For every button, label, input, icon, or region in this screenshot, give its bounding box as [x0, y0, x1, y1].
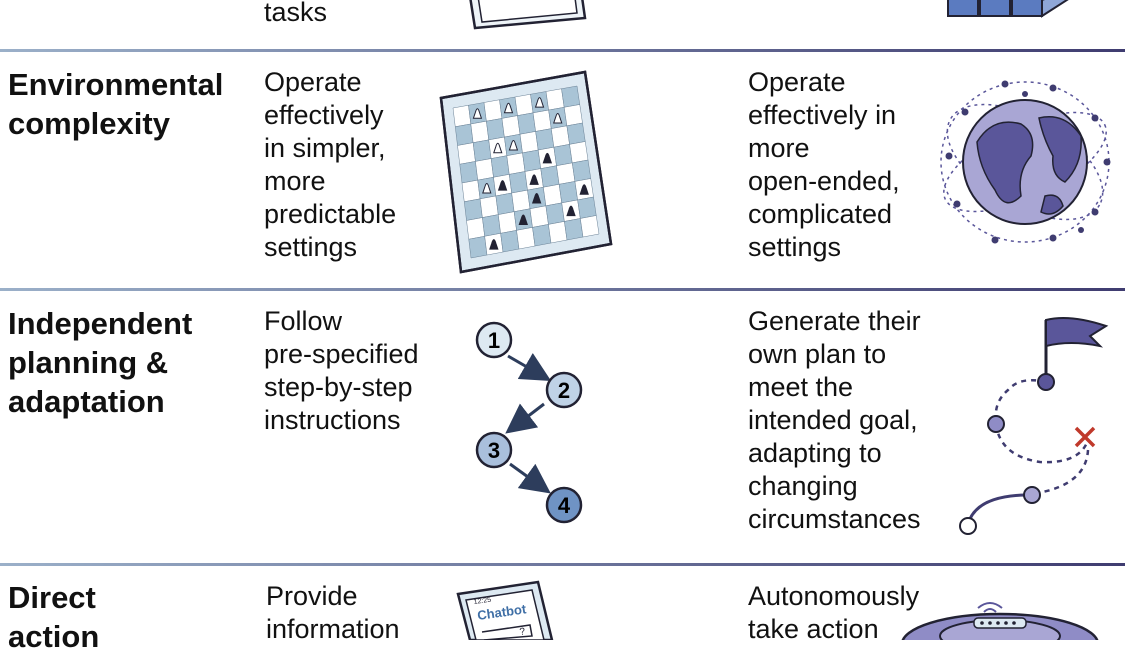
- chess-square: [558, 181, 578, 204]
- row-heading-independent-planning: Independent planning & adaptation: [8, 306, 193, 419]
- chess-square: [577, 196, 597, 219]
- chess-square: [486, 118, 505, 141]
- planning-left-text: Follow pre-specified step-by-step instru…: [264, 306, 419, 435]
- chess-square: [454, 123, 474, 146]
- chess-square: [535, 128, 555, 151]
- chess-piece: [566, 205, 576, 217]
- step-2-label: 2: [558, 378, 570, 403]
- chess-square: [475, 158, 494, 181]
- chess-piece: [503, 102, 514, 114]
- chess-square: [482, 214, 501, 237]
- chess-square: [459, 161, 479, 184]
- chess-piece: [542, 152, 553, 164]
- chess-square: [468, 235, 488, 259]
- chess-square: [517, 112, 536, 135]
- chess-square: [519, 131, 539, 154]
- chess-square: [543, 184, 563, 207]
- chess-square: [564, 218, 584, 241]
- chess-square: [529, 205, 549, 228]
- chess-square: [550, 125, 570, 148]
- chess-piece: [518, 214, 528, 226]
- direct-action-left-text: Provide information: [266, 581, 400, 644]
- chess-piece: [534, 97, 545, 108]
- chess-square: [569, 141, 589, 164]
- chess-square: [479, 195, 499, 218]
- chess-square: [556, 162, 576, 185]
- chess-piece: [472, 108, 483, 119]
- globe-icon: [940, 80, 1111, 244]
- numbered-steps-icon: 1 2 3 4: [475, 321, 583, 524]
- step-1-label: 1: [488, 328, 500, 353]
- row-divider-3: [0, 563, 1125, 566]
- environmental-left-text: Operate effectively in simpler, more pre…: [264, 67, 397, 262]
- chess-square: [545, 88, 565, 111]
- direct-action-right-text: Autonomously take action: [748, 581, 920, 644]
- chess-piece: [531, 192, 542, 204]
- chess-square: [571, 159, 592, 182]
- chess-square: [463, 198, 483, 221]
- chess-square: [501, 115, 521, 138]
- chess-square: [522, 149, 542, 172]
- chess-square: [470, 120, 490, 143]
- chess-square: [490, 155, 510, 178]
- chess-square: [483, 99, 503, 122]
- chess-square: [516, 227, 536, 250]
- chess-square: [461, 179, 481, 203]
- chessboard-icon: [439, 70, 613, 274]
- chess-piece: [553, 112, 563, 124]
- chess-square: [540, 165, 560, 188]
- chess-square: [457, 142, 476, 165]
- chess-square: [553, 144, 573, 167]
- chess-square: [561, 85, 581, 108]
- path-to-flag-icon: [959, 317, 1109, 535]
- chess-square: [580, 215, 600, 238]
- chess-piece: [482, 183, 492, 194]
- tablet-icon: [469, 0, 587, 30]
- chess-square: [466, 217, 485, 240]
- server-rack-icon: [947, 0, 1069, 18]
- chess-square: [497, 211, 517, 234]
- chess-square: [508, 171, 528, 194]
- chess-square: [472, 139, 492, 162]
- chess-square: [514, 93, 534, 116]
- chess-square: [511, 189, 531, 212]
- chess-square: [545, 202, 565, 225]
- step-3-label: 3: [488, 438, 500, 463]
- row-divider-2: [0, 288, 1125, 291]
- row-divider-1: [0, 49, 1125, 52]
- chess-piece: [493, 142, 503, 154]
- chess-square: [548, 221, 568, 244]
- row-heading-direct-action: Direct action: [8, 580, 100, 654]
- row-heading-environmental-complexity: Environmental complexity: [8, 67, 224, 141]
- robot-vacuum-icon: [901, 602, 1099, 640]
- chess-square: [566, 122, 586, 145]
- chess-square: [506, 152, 526, 175]
- top-row-left-text: tasks: [264, 0, 328, 27]
- step-4-label: 4: [558, 493, 571, 518]
- chess-piece: [529, 174, 539, 185]
- chess-square: [532, 109, 552, 132]
- svg-text:?: ?: [519, 626, 526, 638]
- chess-square: [500, 230, 520, 253]
- chess-square: [532, 224, 552, 247]
- environmental-right-text: Operate effectively in more open-ended, …: [748, 67, 900, 262]
- chess-square: [495, 192, 515, 215]
- chatbot-label: Chatbot: [476, 601, 527, 623]
- chess-square: [452, 104, 472, 128]
- chess-piece: [489, 239, 499, 250]
- chess-piece: [497, 180, 508, 191]
- chess-piece: [579, 184, 589, 195]
- phone-time-label: 12:25: [473, 597, 491, 606]
- chess-piece: [508, 139, 519, 151]
- planning-right-text: Generate their own plan to meet the inte…: [748, 306, 921, 534]
- chatbot-phone-icon: 12:25 Chatbot ?: [456, 580, 554, 640]
- chess-square: [563, 104, 583, 127]
